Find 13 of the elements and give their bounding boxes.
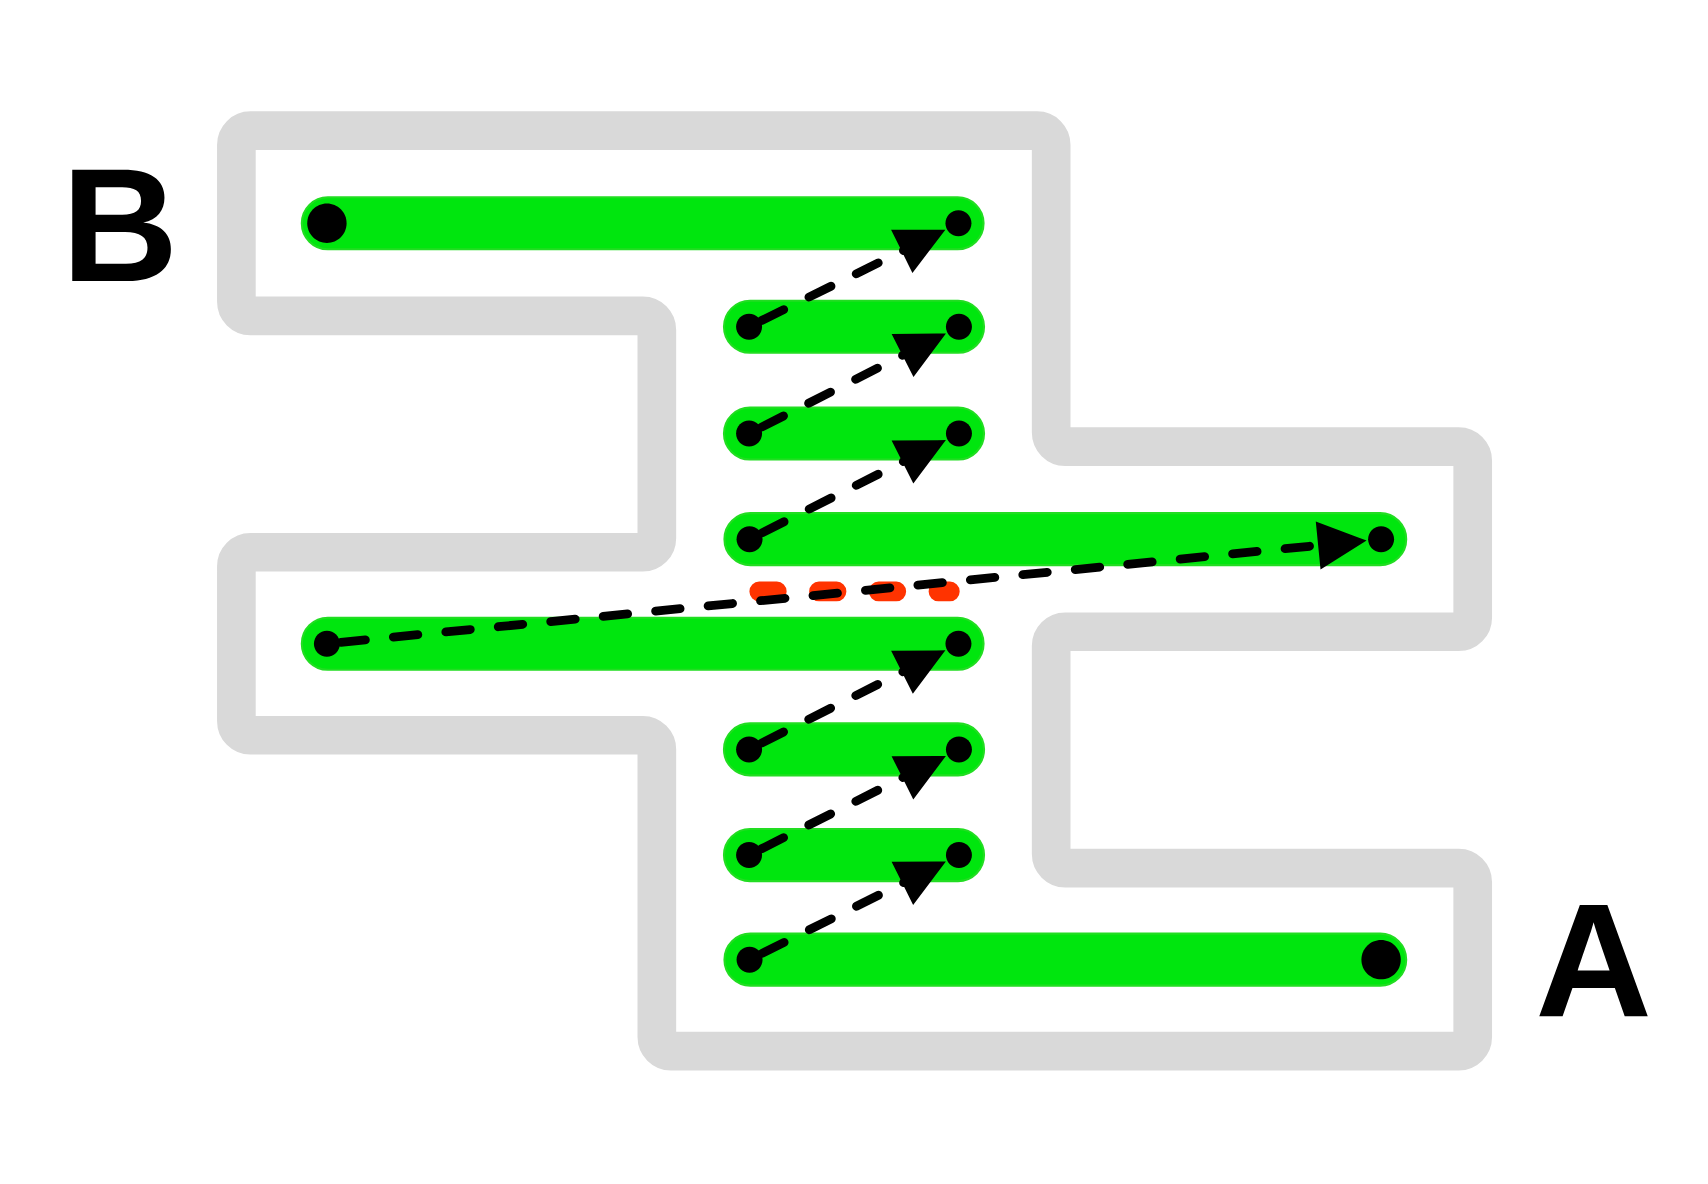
- bar: [300, 616, 985, 671]
- arrow: [736, 313, 972, 447]
- arrow: [736, 842, 972, 973]
- arrow: [313, 521, 1395, 657]
- arrow: [736, 736, 972, 869]
- bar: [723, 512, 1408, 567]
- arrow: [736, 210, 972, 340]
- bar: [300, 196, 985, 251]
- corner-letter: A: [1539, 905, 1648, 1017]
- bar: [723, 932, 1408, 987]
- arrow: [736, 630, 972, 763]
- corner-letter: B: [72, 169, 171, 282]
- arrow: [736, 420, 972, 553]
